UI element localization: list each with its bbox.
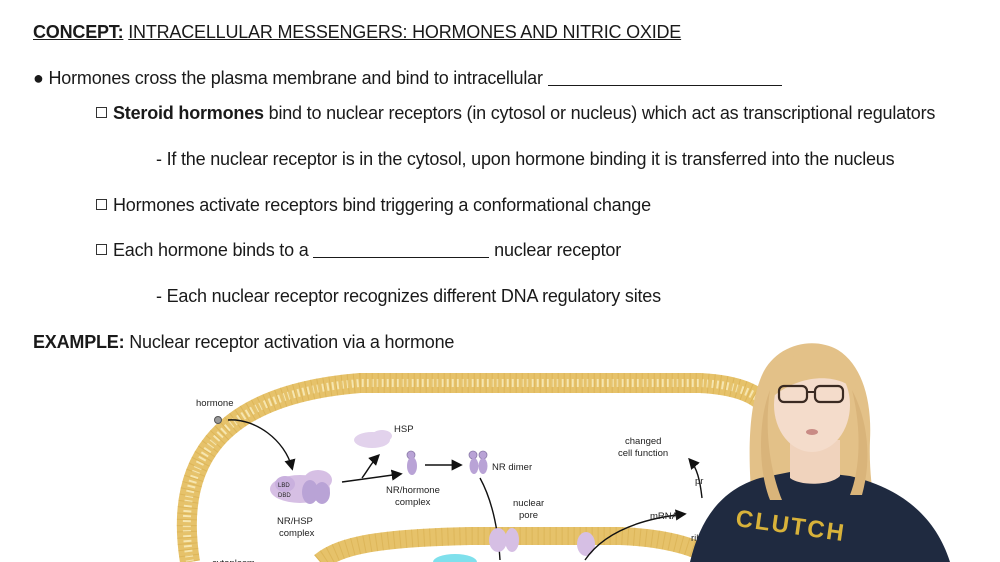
checkbox-square-icon [96, 199, 107, 210]
bullet-each-hormone: Each hormone binds to a nuclear receptor [96, 239, 621, 261]
svg-text:NR dimer: NR dimer [492, 462, 532, 473]
svg-text:nuclear: nuclear [513, 498, 544, 509]
hsp-icon [354, 430, 392, 448]
hormone-label: hormone [196, 398, 234, 409]
svg-text:changed: changed [625, 436, 661, 447]
svg-text:HSP: HSP [394, 424, 414, 435]
svg-text:mRNA: mRNA [650, 511, 679, 522]
bullet-hormones-cross: ● Hormones cross the plasma membrane and… [33, 67, 782, 89]
svg-text:pore: pore [519, 510, 538, 521]
answer-blank [547, 69, 782, 86]
checkbox-square-icon [96, 244, 107, 255]
sub-bullet-cytosol: - If the nuclear receptor is in the cyto… [156, 149, 895, 169]
dna-blob [433, 554, 477, 562]
sub-bullet-dna-sites: - Each nuclear receptor recognizes diffe… [156, 286, 661, 306]
answer-blank [313, 241, 490, 258]
bullet-dot-icon: ● [33, 68, 44, 88]
checkbox-square-icon [96, 107, 107, 118]
svg-text:LBD: LBD [278, 483, 290, 489]
bullet-conformational-change: Hormones activate receptors bind trigger… [96, 194, 651, 216]
svg-text:cell function: cell function [618, 448, 668, 459]
svg-text:DBD: DBD [278, 493, 291, 499]
presenter-video: CLUTCH [690, 343, 950, 562]
svg-text:complex: complex [395, 497, 431, 508]
svg-text:cytoplasm: cytoplasm [212, 558, 255, 562]
svg-text:pr: pr [695, 476, 703, 487]
glasses-icon [777, 384, 845, 404]
svg-text:NR/HSP: NR/HSP [277, 516, 313, 527]
bullet-steroid-hormones: Steroid hormones bind to nuclear recepto… [96, 102, 935, 124]
nr-hormone-complex-icon [406, 450, 417, 475]
example-heading: EXAMPLE: Nuclear receptor activation via… [33, 332, 455, 352]
nuclear-pore-icon [489, 528, 507, 552]
svg-text:complex: complex [279, 528, 315, 539]
nr-dimer-icon [468, 450, 488, 474]
hormone-icon [214, 416, 222, 424]
presenter-shirt [690, 470, 950, 562]
page-title: CONCEPT: INTRACELLULAR MESSENGERS: HORMO… [33, 22, 682, 42]
svg-text:NR/hormone: NR/hormone [386, 485, 440, 496]
nr-hsp-complex-icon [270, 470, 332, 504]
